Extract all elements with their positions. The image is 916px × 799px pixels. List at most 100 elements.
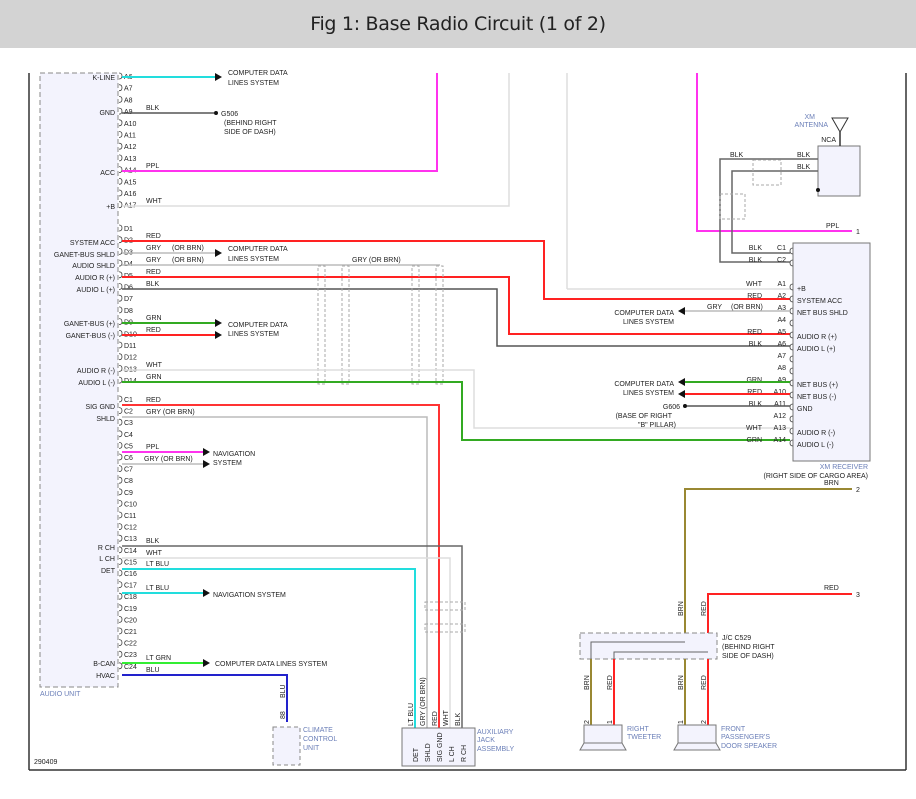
receiver-pin-number: A11 bbox=[774, 401, 786, 408]
connector-pin-icon bbox=[118, 418, 123, 426]
connector-pin-icon bbox=[118, 558, 123, 565]
aux-wire-3: RED bbox=[432, 711, 439, 726]
pin-number: C4 bbox=[124, 432, 133, 439]
pin-number: C13 bbox=[124, 536, 137, 543]
aux-label-2: JACK bbox=[477, 737, 495, 744]
connector-pin-icon bbox=[118, 592, 123, 600]
label-red-vert-1: RED bbox=[701, 601, 708, 616]
arrow-icon bbox=[678, 390, 685, 398]
connector-pin-icon bbox=[118, 166, 123, 173]
receiver-pin-number: A9 bbox=[777, 377, 786, 384]
offpage-ref-1: 1 bbox=[856, 229, 860, 236]
pin-number: C22 bbox=[124, 641, 137, 648]
connector-pin-icon bbox=[118, 294, 123, 302]
pin-number: A7 bbox=[124, 86, 133, 93]
pin-number: C8 bbox=[124, 478, 133, 485]
antenna-icon bbox=[831, 117, 849, 134]
connector-pin-icon bbox=[118, 534, 123, 542]
connector-pin-icon bbox=[118, 177, 123, 185]
jc529-label-2: (BEHIND RIGHT bbox=[722, 644, 775, 651]
arrow-icon bbox=[215, 73, 222, 81]
arrow-icon bbox=[678, 378, 685, 386]
g506-loc-1: (BEHIND RIGHT bbox=[224, 120, 277, 127]
tweeter-pin-b: 1 bbox=[607, 720, 614, 724]
connector-pin-icon bbox=[118, 430, 123, 438]
wire-label-red-d2: RED bbox=[146, 233, 161, 240]
aux-wire-2: GRY (OR BRN) bbox=[420, 677, 427, 726]
nca-label: NCA bbox=[821, 137, 836, 144]
pin-number: C16 bbox=[124, 571, 137, 578]
pin-number: C18 bbox=[124, 594, 137, 601]
pin-number: C21 bbox=[124, 629, 137, 636]
pin-number: C12 bbox=[124, 525, 137, 532]
pin-name-lch: L CH bbox=[99, 556, 115, 563]
figure-id: 290409 bbox=[34, 759, 57, 766]
wire-det bbox=[122, 568, 416, 730]
pin-number: A11 bbox=[124, 133, 136, 140]
door-pin-b: 2 bbox=[701, 720, 708, 724]
connector-pin-icon bbox=[789, 367, 794, 375]
wire-label-ppl: PPL bbox=[146, 163, 159, 170]
connector-pin-icon bbox=[118, 662, 123, 670]
receiver-pin-number: A14 bbox=[774, 437, 787, 444]
pin-number: D1 bbox=[124, 226, 133, 233]
pin-name-hvac: HVAC bbox=[96, 673, 115, 680]
receiver-wire-label: BLK bbox=[749, 401, 763, 408]
pin-number: D8 bbox=[124, 308, 133, 315]
aux-wire-1: LT BLU bbox=[408, 703, 415, 726]
connector-pin-icon bbox=[789, 403, 794, 411]
door-speaker: 1 2 FRONT PASSENGER'S DOOR SPEAKER bbox=[673, 720, 777, 751]
receiver-wire-label: GRN bbox=[746, 437, 762, 444]
connector-pin-icon bbox=[118, 84, 123, 92]
right-tweeter: 2 1 RIGHT TWEETER bbox=[579, 720, 661, 751]
wire-label-gry-d4: GRY bbox=[146, 257, 161, 264]
climate-label-3: UNIT bbox=[303, 745, 320, 752]
dest-a9-2: LINES SYSTEM bbox=[623, 390, 674, 397]
xm-antenna-label-1: XM bbox=[805, 114, 816, 121]
connector-pin-icon bbox=[789, 295, 794, 303]
door-pin-a: 1 bbox=[678, 720, 685, 724]
connector-pin-icon bbox=[118, 465, 123, 472]
audio-unit-label: AUDIO UNIT bbox=[40, 691, 81, 698]
g606-loc-2: "B" PILLAR) bbox=[638, 422, 676, 429]
pin-name-ganet-p: GANET-BUS (+) bbox=[64, 321, 115, 328]
pin-name-system-acc: SYSTEM ACC bbox=[70, 240, 115, 247]
jc-bus-red bbox=[613, 651, 708, 737]
connector-pin-icon bbox=[118, 523, 123, 530]
connector-pin-icon bbox=[118, 407, 123, 414]
aux-jack-pins: LT BLU GRY (OR BRN) RED WHT BLK DET SHLD… bbox=[408, 677, 468, 762]
receiver-pin-number: C1 bbox=[777, 245, 786, 252]
wire-label-gry-shield: GRY (OR BRN) bbox=[352, 257, 401, 264]
connector-pin-icon bbox=[118, 189, 123, 197]
connector-pin-icon bbox=[118, 616, 123, 623]
wire-brn-offpage-2 bbox=[684, 488, 852, 737]
arrow-icon bbox=[203, 589, 210, 597]
recv-label-orbrn: (OR BRN) bbox=[731, 304, 763, 311]
door-label-1: FRONT bbox=[721, 726, 746, 733]
pin-number: C23 bbox=[124, 652, 137, 659]
pin-name-det: DET bbox=[101, 568, 116, 575]
label-brn-door: BRN bbox=[678, 675, 685, 690]
connector-pin-icon bbox=[789, 331, 794, 339]
recv-label-gry: GRY bbox=[707, 304, 722, 311]
connector-pin-icon bbox=[118, 442, 123, 449]
wire-label-red-d10: RED bbox=[146, 327, 161, 334]
dest-d3-1: COMPUTER DATA bbox=[228, 246, 288, 253]
xm-receiver-label-1: XM RECEIVER bbox=[820, 464, 868, 471]
receiver-pin-name: AUDIO L (+) bbox=[797, 346, 835, 353]
pin-number: C14 bbox=[124, 548, 137, 555]
dest-kline-2: LINES SYSTEM bbox=[228, 80, 279, 87]
dest-nav-1: NAVIGATION bbox=[213, 451, 255, 458]
connector-pin-icon bbox=[789, 343, 794, 351]
receiver-pin-number: A5 bbox=[777, 329, 786, 336]
tweeter-label-1: RIGHT bbox=[627, 726, 650, 733]
pin-number: D6 bbox=[124, 285, 133, 292]
wire-label-ppl-c5: PPL bbox=[146, 444, 159, 451]
pin-number: C10 bbox=[124, 501, 137, 508]
wire-label-grn-d9: GRN bbox=[146, 315, 162, 322]
aux-label-3: ASSEMBLY bbox=[477, 746, 515, 753]
pin-number: D12 bbox=[124, 355, 137, 362]
pin-number: C3 bbox=[124, 420, 133, 427]
arrow-icon bbox=[215, 331, 222, 339]
pin-number: A15 bbox=[124, 179, 137, 186]
